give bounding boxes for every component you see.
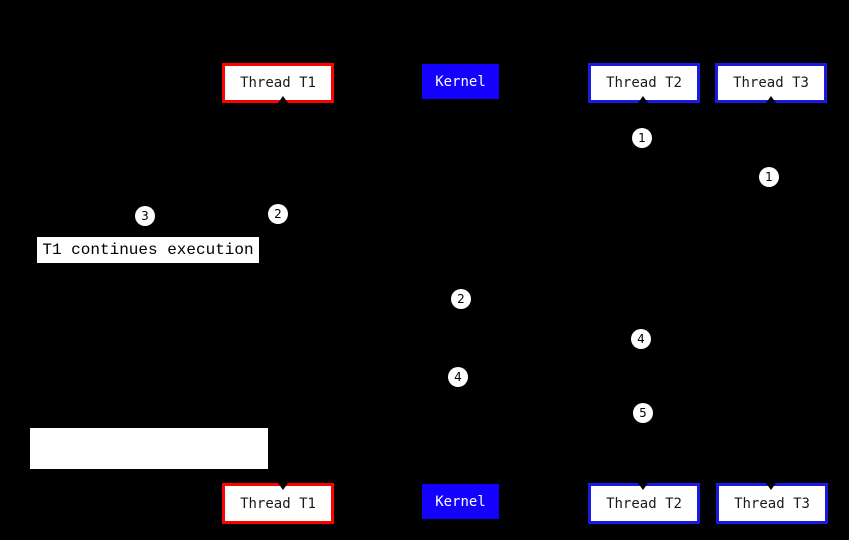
- t1-continues-execution-label: T1 continues execution: [37, 237, 259, 263]
- thread-t1-label-bottom: Thread T1: [240, 495, 316, 512]
- thread-t2-label-bottom: Thread T2: [606, 495, 682, 512]
- step-marker-1: 1: [759, 167, 779, 187]
- lifeline-notch-t1-bottom: [278, 483, 288, 490]
- step-marker-3: 3: [135, 206, 155, 226]
- thread-t1-label-top: Thread T1: [240, 75, 316, 91]
- lifeline-notch-t3-top: [766, 96, 776, 103]
- lifeline-notch-t2-bottom: [638, 483, 648, 490]
- step-marker-4: 4: [631, 329, 651, 349]
- step-marker-2: 2: [268, 204, 288, 224]
- lifeline-notch-t1-top: [278, 96, 288, 103]
- step-marker-5: 5: [633, 403, 653, 423]
- thread-t3-label-bottom: Thread T3: [734, 495, 810, 512]
- lifeline-notch-t2-top: [638, 96, 648, 103]
- kernel-box-bottom: Kernel: [422, 484, 499, 519]
- kernel-label-bottom: Kernel: [435, 493, 486, 510]
- step-marker-4: 4: [448, 367, 468, 387]
- thread-t3-label-top: Thread T3: [733, 75, 809, 91]
- kernel-label-top: Kernel: [435, 73, 486, 90]
- empty-callout-box: [30, 428, 268, 469]
- lifeline-notch-t3-bottom: [766, 483, 776, 490]
- thread-t2-label-top: Thread T2: [606, 75, 682, 91]
- step-marker-2: 2: [451, 289, 471, 309]
- kernel-box-top: Kernel: [422, 64, 499, 99]
- step-marker-1: 1: [632, 128, 652, 148]
